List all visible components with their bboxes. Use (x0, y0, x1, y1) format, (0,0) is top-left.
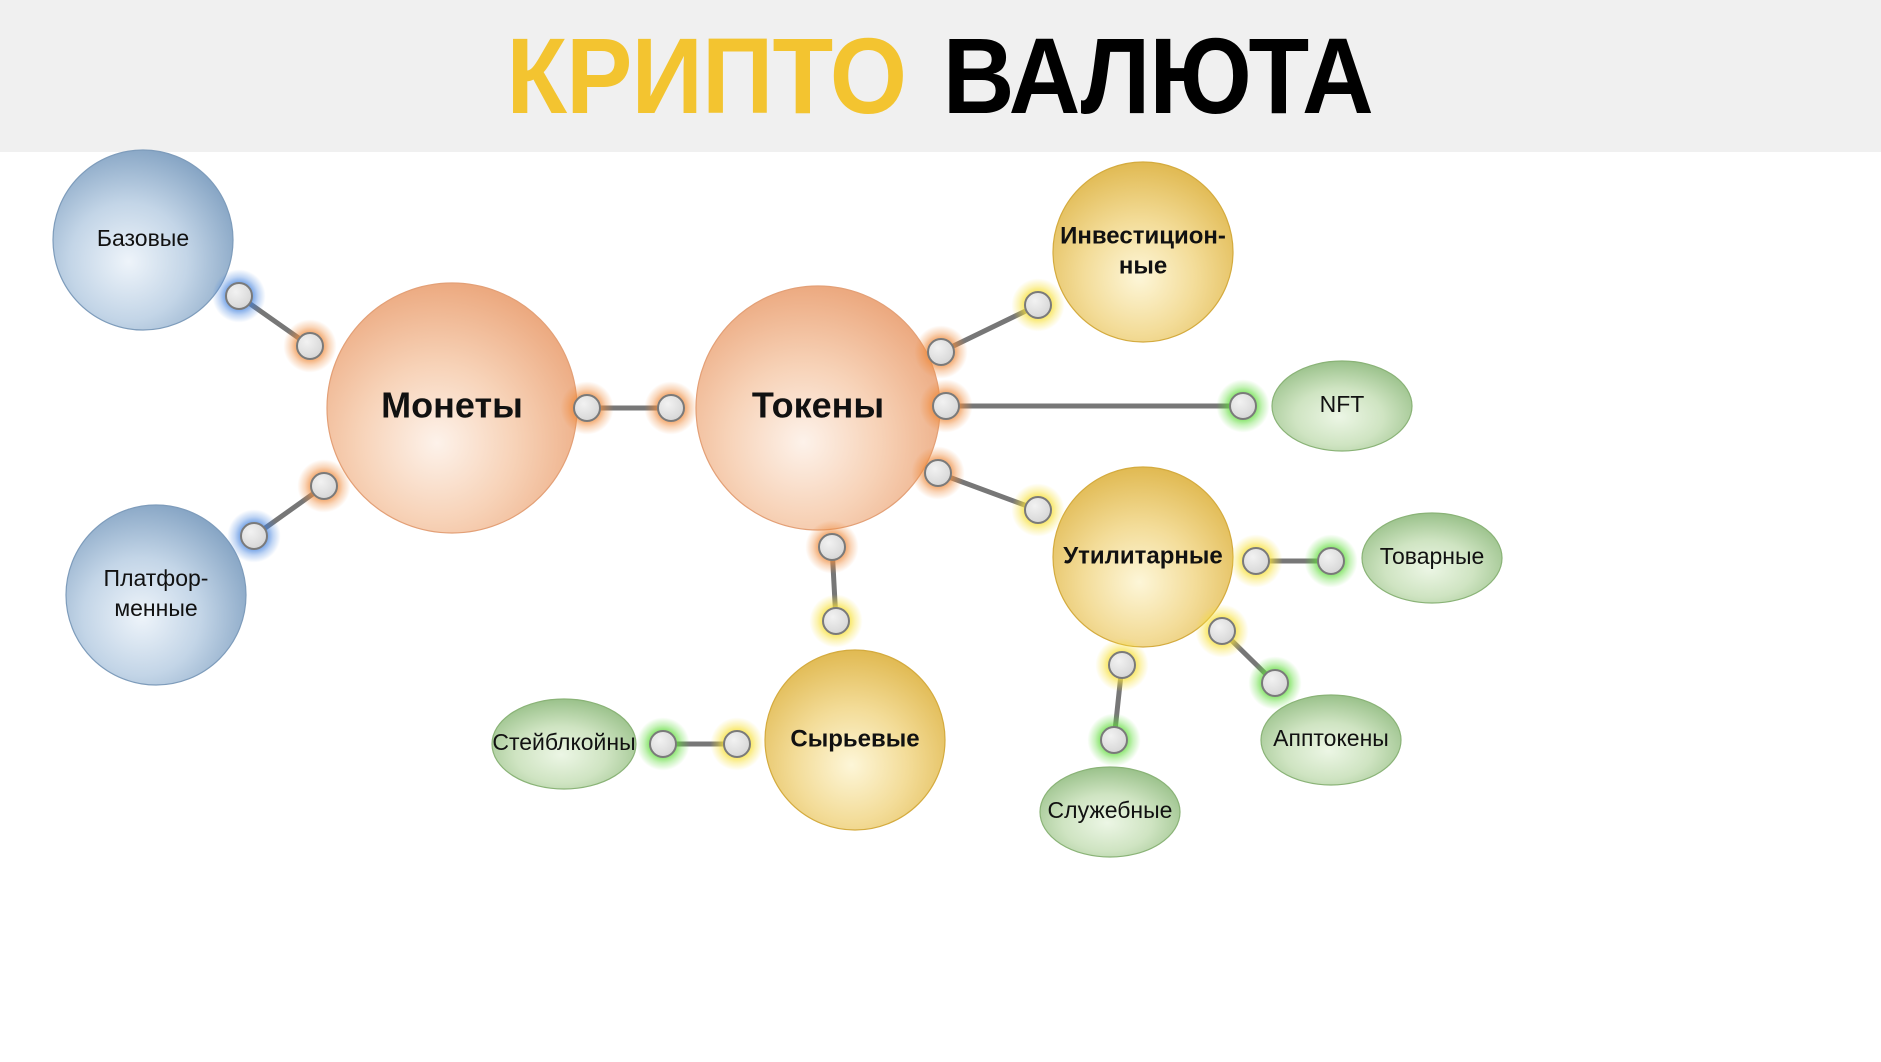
link-utilitarnye-apptokeny-joint-b[interactable] (1248, 656, 1302, 710)
link-utilitarnye-sluzhebnye-joint-b[interactable] (1087, 713, 1141, 767)
node-sluzhebnye[interactable] (1039, 766, 1181, 858)
link-utilitarnye-tovarnye-joint-a[interactable] (1229, 534, 1283, 588)
link-steyblkoyny-syrevye-joint-a[interactable] (636, 717, 690, 771)
node-platformennye[interactable] (65, 504, 247, 686)
node-nft[interactable] (1271, 360, 1413, 452)
node-syrevye[interactable] (764, 649, 946, 831)
node-monety[interactable] (326, 282, 578, 534)
page-title: КРИПТО ВАЛЮТА (0, 0, 1881, 152)
node-apptokeny[interactable] (1260, 694, 1402, 786)
title-part-currency: ВАЛЮТА (942, 15, 1374, 136)
link-bazovye-monety-joint-b[interactable] (283, 319, 337, 373)
node-bazovye[interactable] (52, 149, 234, 331)
node-tokeny[interactable] (695, 285, 941, 531)
link-utilitarnye-sluzhebnye-joint-a[interactable] (1095, 638, 1149, 692)
link-tokeny-utilitarnye-joint-a[interactable] (911, 446, 965, 500)
link-tokeny-investicionnye-joint-a[interactable] (914, 325, 968, 379)
link-tokeny-nft-joint-a[interactable] (919, 379, 973, 433)
nodes-layer (52, 149, 1503, 858)
link-platformennye-monety-joint-b[interactable] (297, 459, 351, 513)
link-utilitarnye-apptokeny-joint-a[interactable] (1195, 604, 1249, 658)
title-part-crypto: КРИПТО (506, 15, 908, 136)
m-coin-logo-icon (1727, 14, 1837, 124)
link-tokeny-utilitarnye-joint-b[interactable] (1011, 483, 1065, 537)
link-utilitarnye-tovarnye-joint-b[interactable] (1304, 534, 1358, 588)
link-tokeny-syrevye-joint-b[interactable] (809, 594, 863, 648)
link-tokeny-investicionnye-joint-b[interactable] (1011, 278, 1065, 332)
node-steyblkoyny[interactable] (491, 698, 637, 790)
link-steyblkoyny-syrevye-joint-b[interactable] (710, 717, 764, 771)
page-header: КРИПТО ВАЛЮТА (0, 0, 1881, 152)
link-platformennye-monety-joint-a[interactable] (227, 509, 281, 563)
link-tokeny-syrevye-joint-a[interactable] (805, 520, 859, 574)
link-bazovye-monety-joint-a[interactable] (212, 269, 266, 323)
node-tovarnye[interactable] (1361, 512, 1503, 604)
link-tokeny-nft-joint-b[interactable] (1216, 379, 1270, 433)
link-monety-tokeny-joint-b[interactable] (644, 381, 698, 435)
connector-joints-layer (212, 269, 1358, 771)
node-investicionnye[interactable] (1052, 161, 1234, 343)
link-monety-tokeny-joint-a[interactable] (560, 381, 614, 435)
